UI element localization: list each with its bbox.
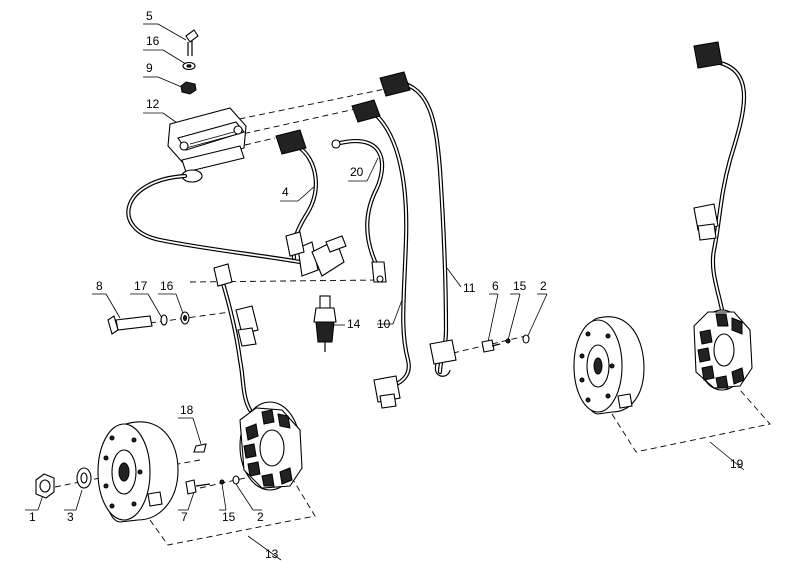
- callout-18: 18: [178, 403, 202, 445]
- washer-16-top: [182, 61, 196, 71]
- callout-19: 19: [709, 441, 745, 471]
- spark-plug-14: [313, 295, 337, 352]
- callout-13: 13: [247, 535, 282, 561]
- svg-text:8: 8: [96, 279, 103, 293]
- callout-17: 17: [130, 279, 163, 319]
- stator-harness-right: [693, 41, 747, 313]
- callout-20: 20: [348, 157, 379, 182]
- svg-text:16: 16: [160, 279, 174, 293]
- harness-10: [351, 99, 411, 409]
- svg-text:14: 14: [347, 317, 361, 331]
- ignition-coil-12: [167, 107, 247, 183]
- svg-text:6: 6: [492, 279, 499, 293]
- callout-14: 14: [332, 317, 361, 331]
- washer-15-right: [505, 338, 511, 344]
- ground-wire-20: [331, 139, 387, 283]
- washer-16-mid: [180, 311, 190, 325]
- nut-9: [180, 81, 197, 95]
- svg-text:4: 4: [282, 185, 289, 199]
- svg-text:9: 9: [146, 61, 153, 75]
- ht-lead-with-plug-cap: [126, 173, 347, 277]
- callout-8: 8: [92, 279, 121, 319]
- nut-1: [35, 473, 55, 499]
- callout-9: 9: [143, 61, 185, 89]
- callout-6: 6: [487, 279, 499, 343]
- stator-left: [239, 401, 303, 491]
- callout-2-right: 2: [525, 279, 548, 341]
- callout-1: 1: [25, 491, 45, 524]
- callout-3: 3: [64, 489, 83, 524]
- svg-text:2: 2: [257, 510, 264, 524]
- stator-right: [693, 309, 753, 391]
- callout-11: 11: [446, 267, 476, 295]
- washer-15-left: [219, 479, 225, 485]
- callout-15-left: 15: [219, 483, 236, 524]
- svg-text:5: 5: [146, 9, 153, 23]
- svg-text:12: 12: [146, 97, 160, 111]
- svg-text:18: 18: [180, 403, 194, 417]
- callout-2-left: 2: [235, 483, 264, 524]
- washer-2-right: [522, 334, 530, 344]
- svg-text:11: 11: [463, 281, 476, 295]
- harness-11: [379, 71, 457, 377]
- svg-text:15: 15: [513, 279, 527, 293]
- svg-text:3: 3: [67, 510, 74, 524]
- svg-text:17: 17: [134, 279, 148, 293]
- bolt-8: [107, 315, 153, 335]
- washer-2-left: [232, 475, 240, 485]
- callout-16-top: 16: [143, 34, 187, 65]
- svg-text:13: 13: [265, 547, 279, 561]
- svg-text:1: 1: [29, 510, 36, 524]
- svg-text:2: 2: [540, 279, 547, 293]
- bolt-5: [185, 29, 199, 56]
- svg-text:16: 16: [146, 34, 160, 48]
- callout-4: 4: [280, 184, 317, 202]
- callout-5: 5: [143, 9, 187, 41]
- callout-7: 7: [178, 491, 195, 524]
- svg-text:20: 20: [350, 165, 364, 179]
- coil-connector-harness-4: [275, 129, 318, 261]
- bolt-7: [185, 479, 211, 495]
- screw-6: [481, 339, 501, 353]
- svg-text:7: 7: [181, 510, 188, 524]
- callout-16-mid: 16: [158, 279, 185, 317]
- washer-17: [160, 314, 168, 326]
- washer-3: [76, 467, 92, 489]
- flywheel-rotor-right: [573, 316, 645, 415]
- svg-text:15: 15: [222, 510, 236, 524]
- callout-10: 10: [377, 299, 403, 331]
- flywheel-rotor-left: [97, 421, 179, 523]
- callout-15-right: 15: [507, 279, 527, 341]
- key-18: [193, 443, 207, 453]
- stator-harness-lower: [213, 263, 259, 413]
- callout-12: 12: [143, 97, 181, 126]
